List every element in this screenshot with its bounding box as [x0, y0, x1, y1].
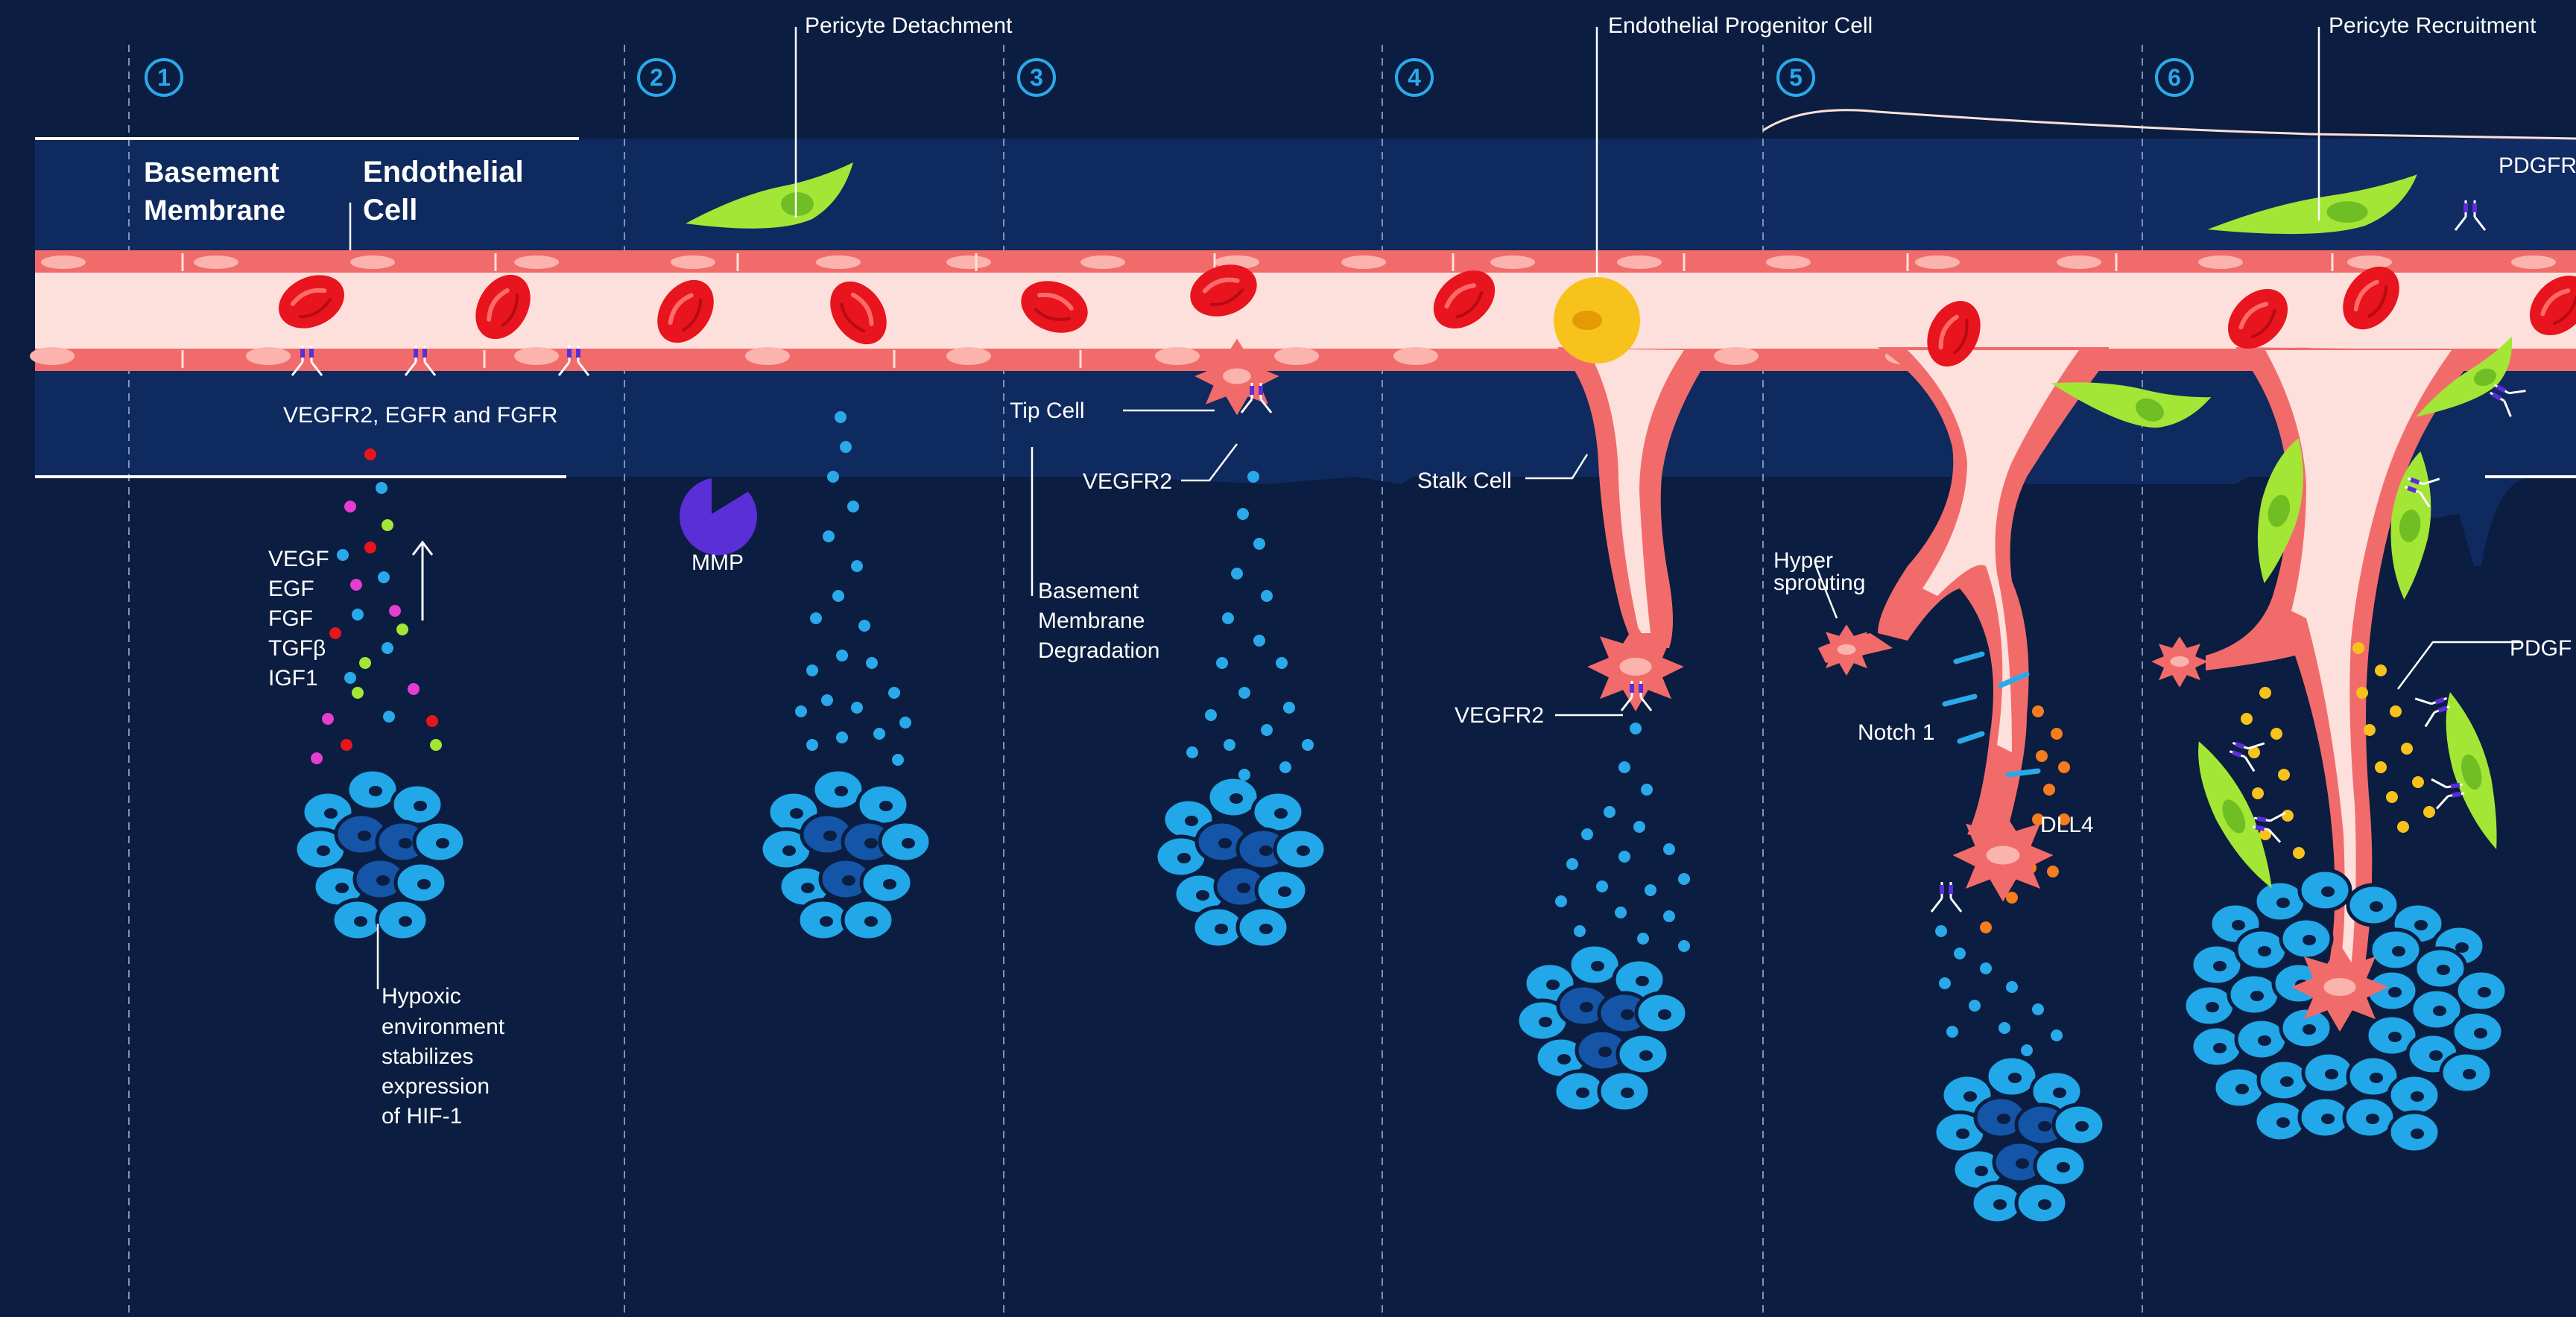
endothelial-cell-label-1: Endothelial	[363, 156, 524, 188]
upward-arrow	[413, 542, 432, 621]
hypoxic-label-1: Hypoxic	[382, 984, 461, 1009]
endothelial-progenitor-cell	[1554, 277, 1640, 364]
mmp-enzyme	[680, 478, 757, 555]
stalk-cell-label: Stalk Cell	[1417, 469, 1512, 493]
tumor-cluster-4	[1517, 945, 1687, 1111]
step-badge-5: 5	[1778, 60, 1814, 95]
growth-factor-egf: EGF	[268, 577, 314, 601]
step-badges: 1 2 3 4 5 6	[146, 60, 2192, 95]
notch1-label: Notch 1	[1858, 720, 1934, 745]
svg-text:2: 2	[650, 64, 663, 91]
svg-text:4: 4	[1408, 64, 1421, 91]
pericyte-detachment-label: Pericyte Detachment	[805, 13, 1013, 38]
hypoxic-label-2: environment	[382, 1015, 505, 1039]
blood-vessel	[30, 250, 2576, 371]
hypoxic-label-4: expression	[382, 1074, 490, 1099]
basement-degradation-label-3: Degradation	[1038, 638, 1159, 663]
svg-text:6: 6	[2168, 64, 2181, 91]
receptors-label: VEGFR2, EGFR and FGFR	[283, 403, 557, 428]
vegfr2-label-b: VEGFR2	[1455, 703, 1544, 728]
endothelial-progenitor-label: Endothelial Progenitor Cell	[1608, 13, 1873, 38]
step-badge-6: 6	[2156, 60, 2192, 95]
svg-text:1: 1	[157, 64, 171, 91]
tumor-cluster-1	[295, 769, 465, 940]
vegfr2-label-a: VEGFR2	[1083, 469, 1172, 494]
dll4-label: DLL4	[2040, 813, 2094, 837]
tumor-cluster-2	[761, 769, 931, 940]
growth-factor-vegf: VEGF	[268, 547, 329, 571]
svg-text:3: 3	[1030, 64, 1043, 91]
tip-cell-label: Tip Cell	[1010, 399, 1085, 423]
growth-factor-igf1: IGF1	[268, 666, 318, 691]
growth-factor-fgf: FGF	[268, 606, 313, 631]
hyper-sprouting-label-2: sprouting	[1773, 571, 1865, 595]
step-badge-2: 2	[639, 60, 674, 95]
svg-text:5: 5	[1789, 64, 1803, 91]
hypoxic-label-5: of HIF-1	[382, 1104, 462, 1129]
tumor-cluster-3	[1156, 777, 1326, 948]
pericyte-recruitment-label: Pericyte Recruitment	[2329, 13, 2537, 38]
pdgfr-label: PDGFR	[2499, 153, 2576, 178]
basement-membrane-label-2: Membrane	[144, 195, 285, 226]
hypoxic-label-3: stabilizes	[382, 1044, 473, 1069]
growth-factor-tgfb: TGFβ	[268, 636, 326, 661]
pdgf-label: PDGF	[2510, 636, 2572, 661]
step-badge-3: 3	[1019, 60, 1054, 95]
step-badge-4: 4	[1396, 60, 1432, 95]
endothelial-cell-label-2: Cell	[363, 194, 417, 226]
basement-degradation-label-1: Basement	[1038, 579, 1139, 603]
tumor-cluster-5	[1934, 1056, 2104, 1223]
hyper-sprouting-label-1: Hyper	[1773, 548, 1833, 573]
basement-degradation-label-2: Membrane	[1038, 609, 1145, 633]
basement-membrane-label-1: Basement	[144, 157, 279, 188]
step-badge-1: 1	[146, 60, 182, 95]
mmp-label: MMP	[692, 550, 744, 575]
